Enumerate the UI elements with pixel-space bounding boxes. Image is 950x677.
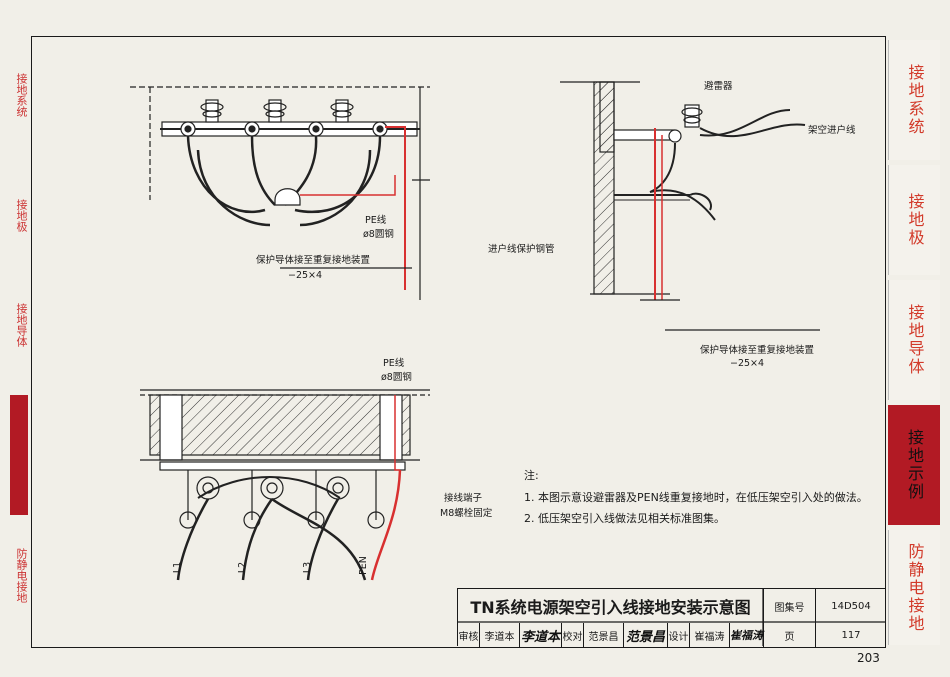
insulator-1 [200,99,224,123]
note-item-1: 1. 本图示意设避雷器及PEN线重复接地时，在低压架空引入处的做法。 [524,491,868,504]
label-pe-line-top-spec: ø8圆钢 [363,229,394,240]
label-protective-conductor-top: 保护导体接至重复接地装置 [256,255,371,266]
insulator-3 [330,99,354,123]
label-phase-l1: L1 [172,561,184,574]
design-signature: 崔福涛 [730,623,764,647]
tab-label: 接地示例 [905,429,924,501]
drawing-frame [31,36,886,648]
margin-tab-1: 接地系统 [15,73,28,117]
title-block: TN系统电源架空引入线接地安装示意图 图集号 14D504 审核 李道本 李道本… [457,588,885,647]
margin-tab-2: 接地极 [15,198,28,232]
label-phase-l3: L3 [302,561,314,574]
arrester-body [668,104,703,143]
drawing-title: TN系统电源架空引入线接地安装示意图 [458,589,764,623]
page-label: 页 [764,623,816,647]
review-name: 李道本 [480,623,520,647]
front-elevation-view [130,86,430,300]
book-page-number: 203 [857,651,880,665]
label-protective-conductor-right: 保护导体接至重复接地装置 [700,345,815,356]
label-phase-l2: L2 [237,561,249,574]
label-arrester: 避雷器 [704,81,733,92]
tab-ground-electrode[interactable]: 接地极 [888,165,940,275]
signature-text: 范景昌 [625,629,665,645]
check-signature: 范景昌 [624,623,668,647]
atlas-number: 14D504 [831,600,871,612]
tab-grounding-system[interactable]: 接地系统 [888,40,940,160]
margin-tab-4: 防静电接地 [15,547,28,603]
plan-insulators [179,476,385,529]
review-label: 审核 [458,623,480,647]
label-pe-line-top: PE线 [365,215,387,226]
tab-label: 防静电接地 [905,542,925,633]
side-section-view [560,81,820,331]
design-name: 崔福涛 [690,623,730,647]
note-item-2: 2. 低压架空引入线做法见相关标准图集。 [524,512,725,525]
signature-text: 崔福涛 [730,629,763,642]
tab-grounding-example[interactable]: 接地示例 [888,405,940,525]
label-terminal: 接线端子 [444,493,483,504]
tab-label: 接地导体 [905,304,925,376]
review-signature: 李道本 [520,623,562,647]
atlas-label: 图集号 [764,589,816,623]
check-label: 校对 [562,623,584,647]
design-label: 设计 [668,623,690,647]
label-phase-pen: PEN [357,556,369,575]
insulator-2 [263,99,287,123]
label-protective-conductor-top-spec: −25×4 [288,270,323,281]
page-number: 117 [841,629,861,641]
check-name: 范景昌 [584,623,624,647]
margin-tab-3: 接地导体 [15,303,28,347]
label-pe-line-bottom-spec: ø8圆钢 [381,372,412,383]
label-overhead-line: 架空进户线 [808,125,856,136]
margin-red-bar [10,395,28,515]
tab-label: 接地系统 [905,64,925,136]
label-entry-pipe: 进户线保护钢管 [488,244,555,255]
plan-view [140,389,430,581]
notes-heading: 注: [524,469,539,482]
tab-label: 接地极 [905,193,925,247]
label-protective-conductor-right-spec: −25×4 [730,358,765,369]
tab-antistatic-grounding[interactable]: 防静电接地 [888,530,940,645]
label-pe-line-bottom: PE线 [383,358,405,369]
tab-ground-conductor[interactable]: 接地导体 [888,280,940,400]
label-terminal-bolt: M8螺栓固定 [440,508,493,519]
signature-text: 李道本 [520,629,560,645]
